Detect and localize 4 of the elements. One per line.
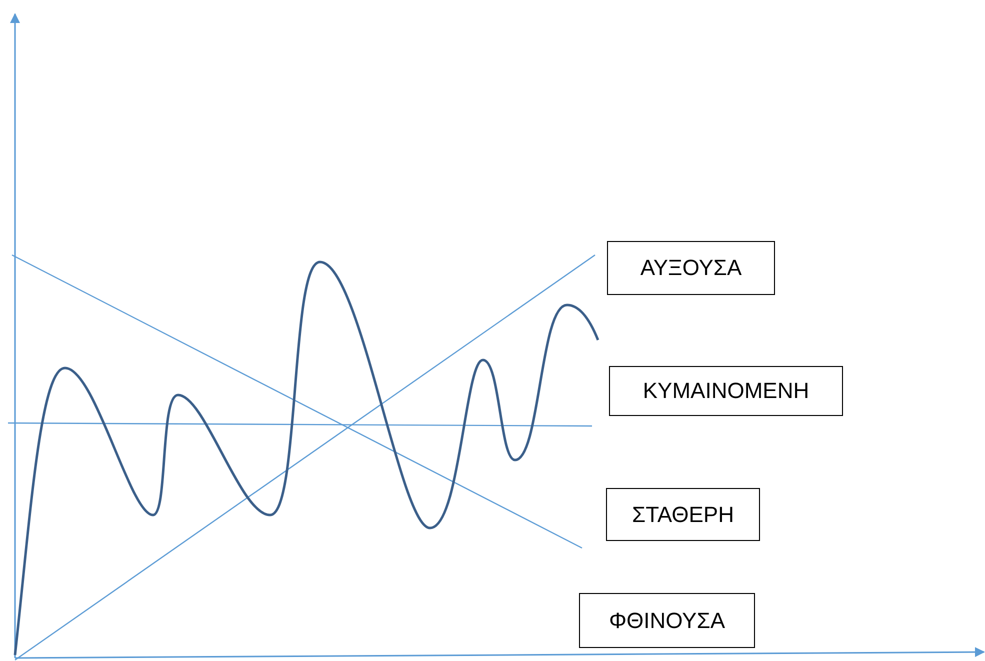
category-label: ΣΤΑΘΕΡΗ <box>606 488 760 541</box>
category-label: ΑΥΞΟΥΣΑ <box>607 241 775 295</box>
category-label: ΦΘΙΝΟΥΣΑ <box>579 593 755 648</box>
category-label: ΚΥΜΑΙΝΟΜΕΝΗ <box>609 366 843 416</box>
